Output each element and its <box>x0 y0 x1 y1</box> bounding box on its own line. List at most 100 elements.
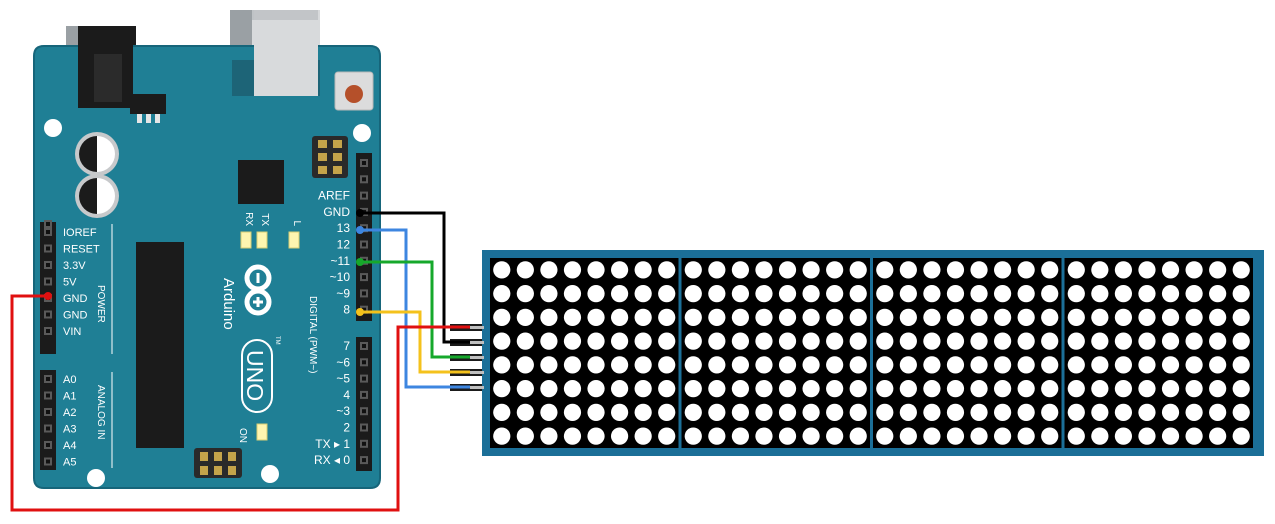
matrix-led <box>899 380 917 398</box>
matrix-led <box>1091 356 1109 374</box>
matrix-led <box>1017 380 1035 398</box>
matrix-led <box>923 356 941 374</box>
matrix-led <box>1017 261 1035 279</box>
wire-end-cs <box>356 308 364 316</box>
matrix-led <box>970 356 988 374</box>
matrix-led <box>708 332 726 350</box>
matrix-led <box>849 332 867 350</box>
matrix-led <box>658 427 676 445</box>
matrix-led <box>563 403 582 421</box>
matrix-led <box>1209 261 1227 279</box>
wire-end-vcc <box>44 292 52 300</box>
matrix-led <box>1067 332 1085 350</box>
matrix-led <box>802 403 820 421</box>
matrix-led <box>708 380 726 398</box>
matrix-led <box>1091 261 1109 279</box>
matrix-led <box>1114 403 1133 421</box>
matrix-led <box>899 332 917 350</box>
matrix-led <box>516 308 534 326</box>
matrix-led <box>1091 308 1109 326</box>
matrix-led <box>899 427 917 445</box>
matrix-led <box>634 427 652 445</box>
matrix-led <box>1232 285 1250 303</box>
matrix-led <box>1138 380 1156 398</box>
matrix-led <box>778 380 797 398</box>
digital-pin-label: TX ▸ 1 <box>315 437 350 451</box>
matrix-led <box>1091 403 1109 421</box>
matrix-led <box>1161 308 1180 326</box>
matrix-led <box>778 427 797 445</box>
analog-pin-label: A0 <box>63 374 76 386</box>
analog-pin-label: A4 <box>63 440 76 452</box>
matrix-led <box>731 285 750 303</box>
matrix-led <box>563 332 582 350</box>
matrix-led <box>755 308 773 326</box>
matrix-led <box>540 261 558 279</box>
microcontroller <box>136 242 184 448</box>
matrix-led <box>778 403 797 421</box>
matrix-led <box>493 380 511 398</box>
matrix-led <box>802 308 820 326</box>
matrix-led <box>1017 427 1035 445</box>
matrix-led <box>1161 427 1180 445</box>
matrix-led <box>587 403 605 421</box>
matrix-led <box>1161 261 1180 279</box>
matrix-led <box>993 403 1012 421</box>
digital-pin-label: 7 <box>343 339 350 353</box>
matrix-led <box>1209 308 1227 326</box>
matrix-led <box>849 380 867 398</box>
matrix-led <box>516 427 534 445</box>
arduino-uno-board: RX TX L ON Arduino UNO TM IORE <box>33 10 381 489</box>
matrix-led <box>516 403 534 421</box>
matrix-led <box>802 285 820 303</box>
power-pin-label: GND <box>63 293 88 305</box>
mounting-hole <box>87 469 105 487</box>
brand-label: Arduino <box>220 278 237 330</box>
power-pin-label: GND <box>63 310 88 322</box>
matrix-led <box>516 261 534 279</box>
matrix-led <box>516 285 534 303</box>
matrix-led <box>899 308 917 326</box>
matrix-led <box>1041 356 1059 374</box>
matrix-led <box>876 308 894 326</box>
digital-pin-label: 8 <box>343 303 350 317</box>
matrix-led <box>1138 308 1156 326</box>
matrix-led <box>708 261 726 279</box>
matrix-led <box>1232 403 1250 421</box>
matrix-led <box>731 356 750 374</box>
matrix-led <box>1185 403 1203 421</box>
digital-pin-label: 4 <box>343 388 350 402</box>
matrix-led <box>1232 332 1250 350</box>
matrix-led <box>1232 261 1250 279</box>
matrix-led <box>658 308 676 326</box>
matrix-led <box>946 403 965 421</box>
matrix-led <box>1114 261 1133 279</box>
matrix-led <box>1091 427 1109 445</box>
matrix-led <box>493 285 511 303</box>
led-on-label: ON <box>237 428 248 443</box>
matrix-led <box>826 380 844 398</box>
matrix-led <box>634 403 652 421</box>
matrix-led <box>610 403 629 421</box>
matrix-led <box>610 308 629 326</box>
led-rx-label: RX <box>243 212 254 226</box>
matrix-led <box>1232 380 1250 398</box>
matrix-led <box>563 427 582 445</box>
matrix-led <box>1209 332 1227 350</box>
matrix-led <box>1161 403 1180 421</box>
digital-pin-label: 12 <box>337 238 351 252</box>
wire-end-clk <box>356 226 364 234</box>
wire-clk <box>360 228 470 389</box>
matrix-led <box>587 427 605 445</box>
matrix-led <box>993 332 1012 350</box>
matrix-led <box>826 308 844 326</box>
matrix-led <box>876 261 894 279</box>
matrix-led <box>970 308 988 326</box>
matrix-led <box>755 380 773 398</box>
matrix-module <box>490 258 679 448</box>
led-rx <box>240 231 252 249</box>
matrix-led <box>778 356 797 374</box>
matrix-led <box>849 427 867 445</box>
matrix-led <box>493 403 511 421</box>
matrix-led <box>731 403 750 421</box>
